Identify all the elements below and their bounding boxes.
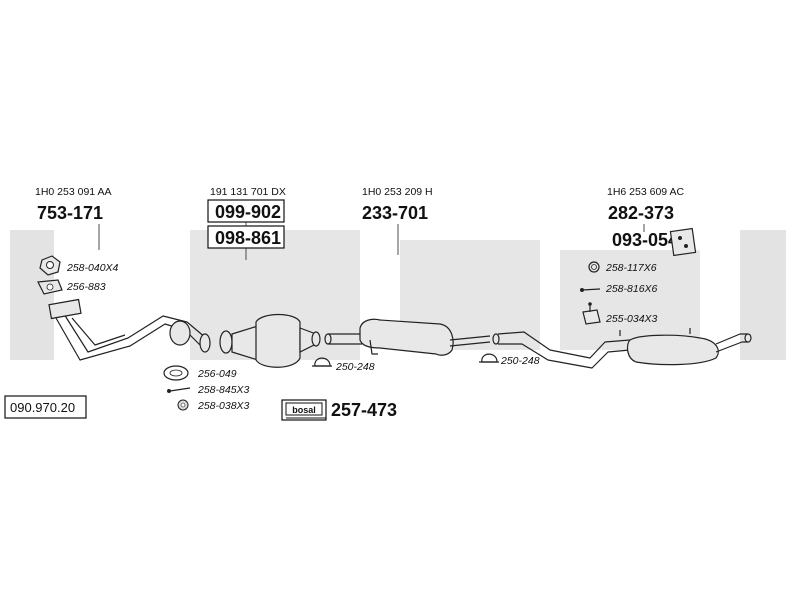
rubber-ring-label[interactable]: 258-117X6 <box>605 262 657 274</box>
center-silencer <box>324 318 491 356</box>
rear-silencer-oem: 1H6 253 609 AC <box>607 186 684 198</box>
gasket-ring-icon <box>163 365 189 381</box>
bolt-icon <box>167 387 191 393</box>
bosal-watermark: bosal <box>10 230 786 360</box>
gasket-flange-label[interactable]: 256-883 <box>66 281 106 293</box>
catalyst-part-number-1[interactable]: 099-902 <box>215 202 281 222</box>
clamp-1-label[interactable]: 250-248 <box>335 361 375 373</box>
front-pipe <box>48 298 211 361</box>
rear-kit-part-number[interactable]: 093-054 <box>612 230 678 250</box>
rubber-ring-icon <box>588 261 600 273</box>
bolt-rear-icon <box>580 288 601 292</box>
clamp-icon-1 <box>312 357 332 367</box>
spring-icon <box>177 399 189 411</box>
bosal-logo-box: bosal <box>281 399 327 421</box>
gasket-flange-icon <box>37 279 63 295</box>
watermark-bar-4 <box>560 250 700 350</box>
reference-number[interactable]: 090.970.20 <box>10 400 75 415</box>
bracket-icon <box>582 302 601 325</box>
center-silencer-oem: 1H0 253 209 H <box>362 186 433 198</box>
spring-label[interactable]: 258-038X3 <box>197 400 250 412</box>
center-silencer-part-number[interactable]: 233-701 <box>362 203 428 223</box>
clamp-icon-2 <box>479 353 499 363</box>
front-pipe-oem: 1H0 253 091 AA <box>35 186 111 198</box>
rear-silencer-part-number[interactable]: 282-373 <box>608 203 674 223</box>
gasket-ring-label[interactable]: 256-049 <box>197 368 237 380</box>
bolt-rear-label[interactable]: 258-816X6 <box>605 283 658 295</box>
catalyst-oem: 191 131 701 DX <box>210 186 286 198</box>
bosal-logo-text: bosal <box>292 405 316 415</box>
rear-silencer <box>492 328 752 369</box>
bracket-label[interactable]: 255-034X3 <box>605 313 658 325</box>
catalytic-converter <box>219 313 321 368</box>
bolt-front-label[interactable]: 258-845X3 <box>197 384 250 396</box>
reference-number-box <box>4 395 87 419</box>
watermark-bar-left <box>10 230 54 360</box>
brand-box-part-number[interactable]: 257-473 <box>331 400 397 420</box>
nut-label[interactable]: 258-040X4 <box>66 262 119 274</box>
catalyst-part-number-2[interactable]: 098-861 <box>215 228 281 248</box>
mounting-kit-icon <box>669 227 697 257</box>
front-pipe-part-number[interactable]: 753-171 <box>37 203 103 223</box>
nut-icon <box>39 255 61 276</box>
clamp-2-label[interactable]: 250-248 <box>500 355 540 367</box>
